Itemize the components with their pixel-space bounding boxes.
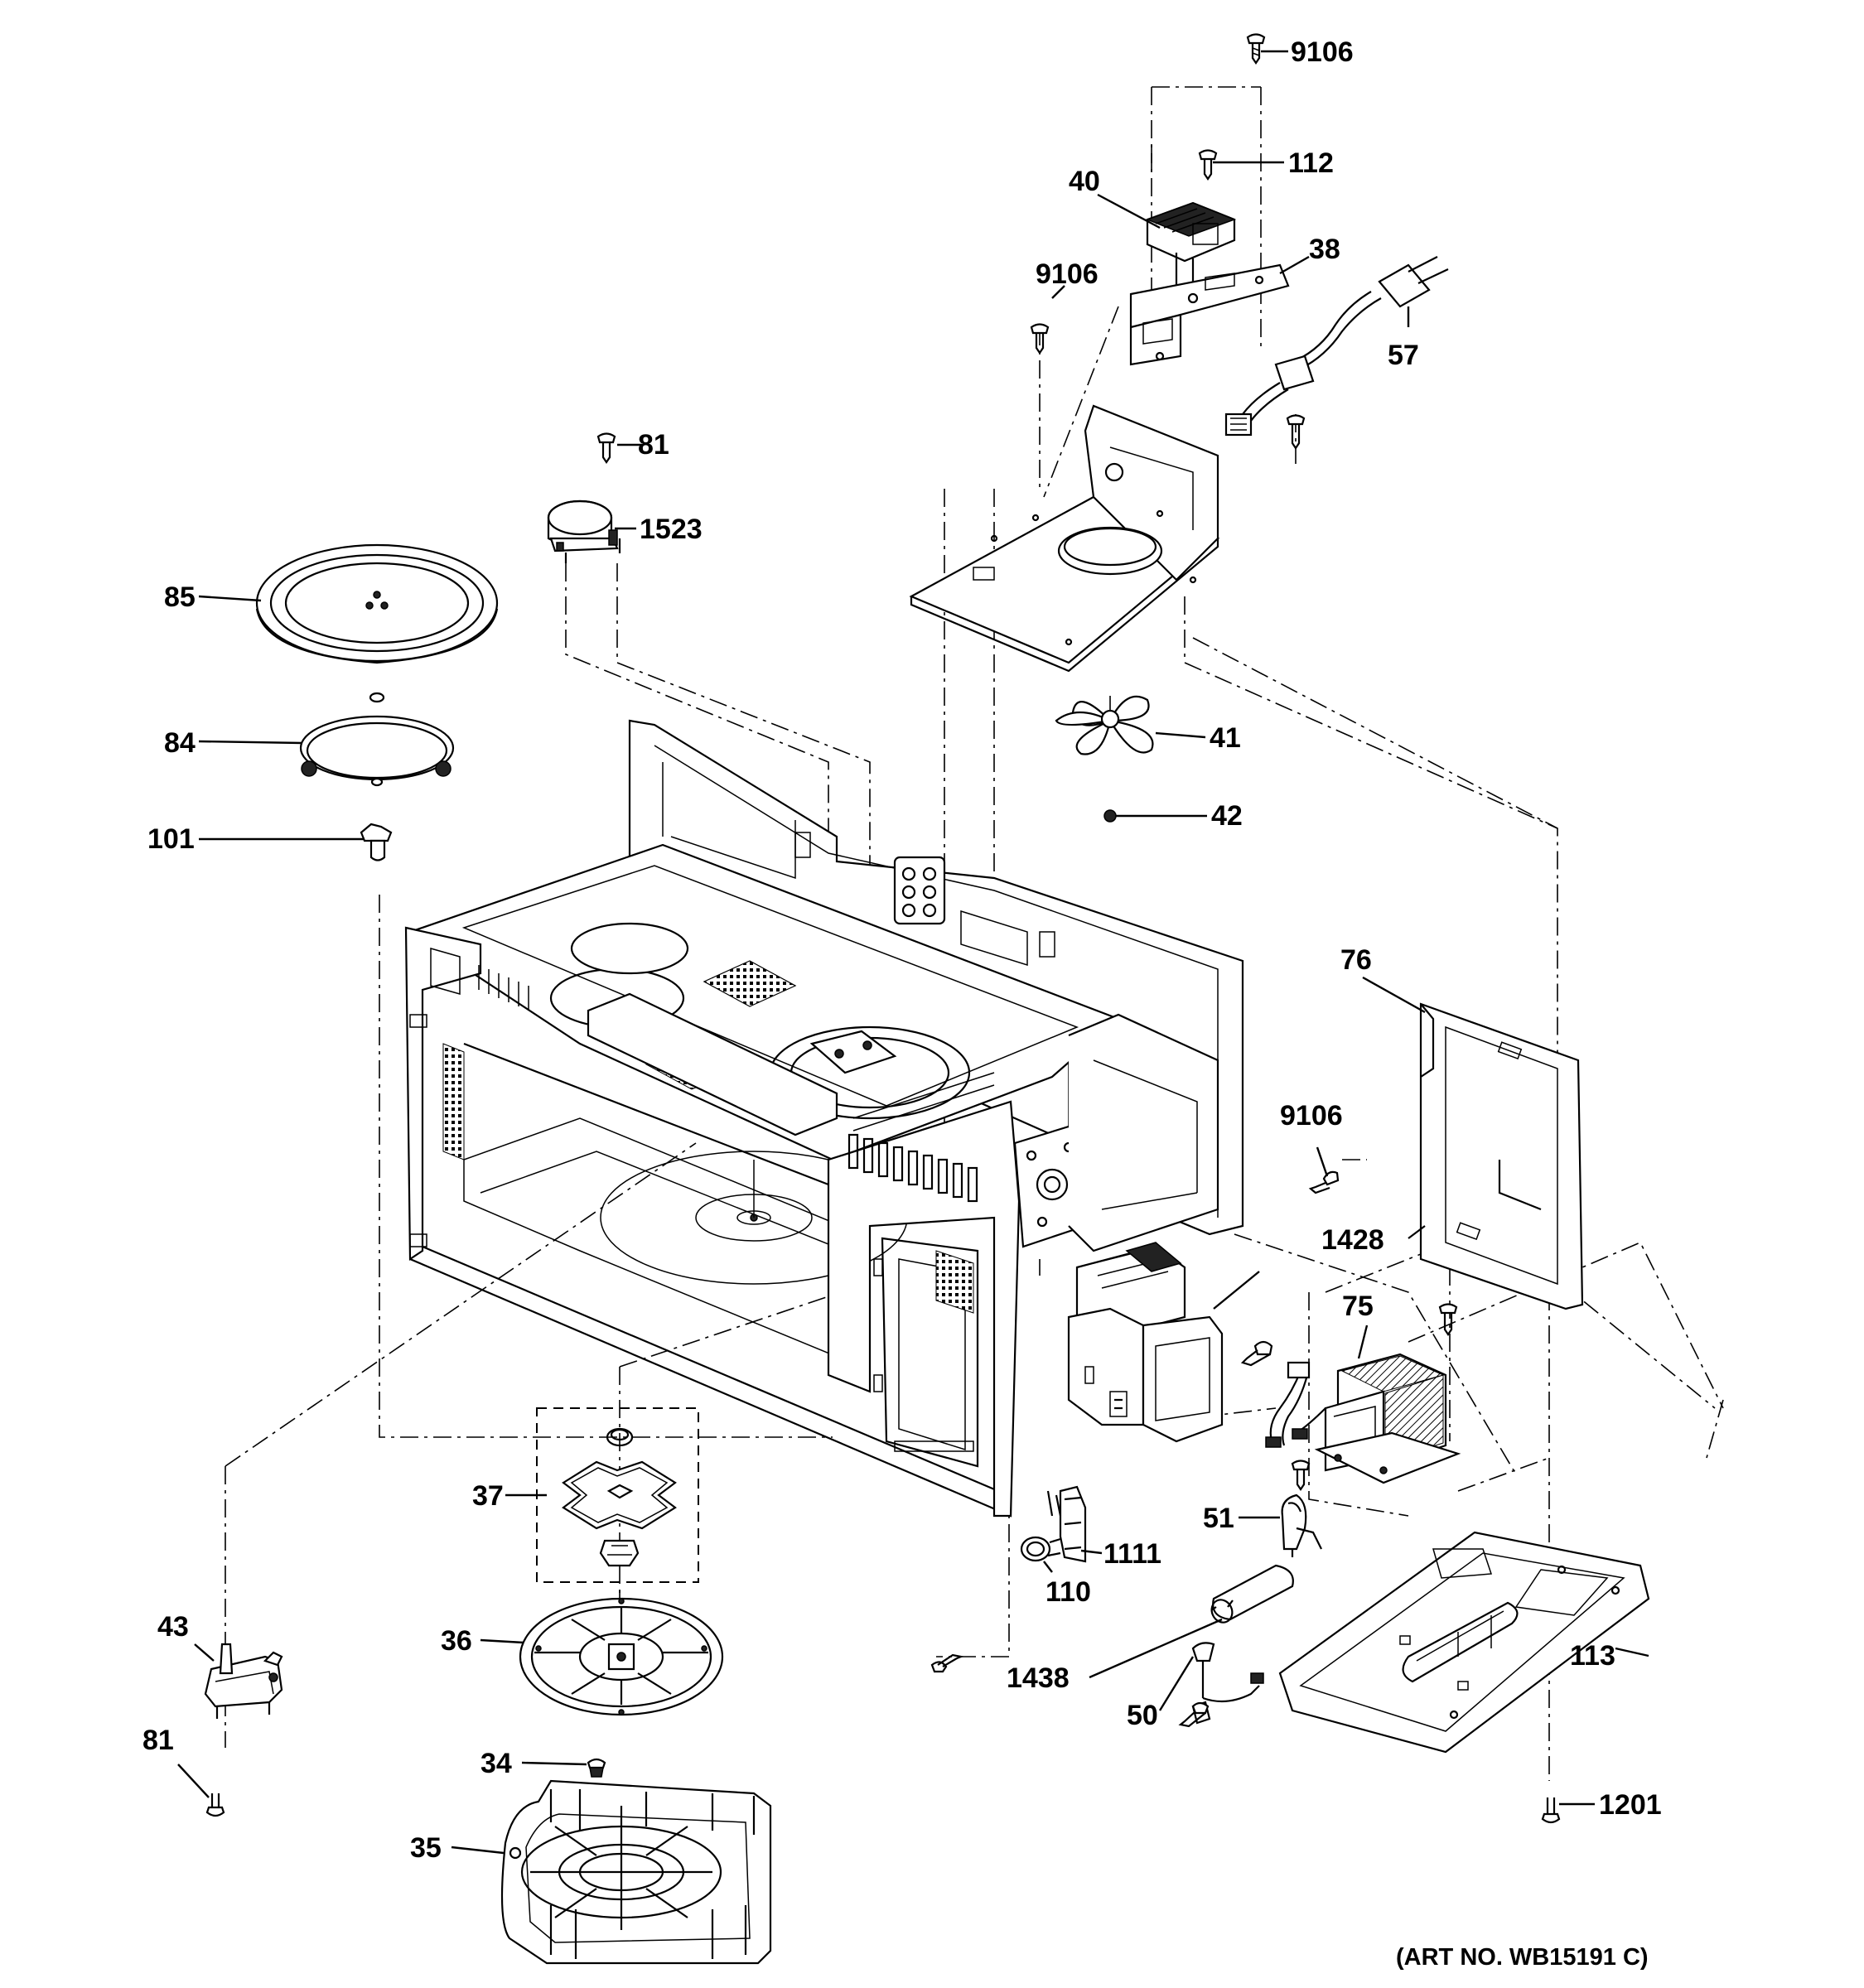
part-41-fan-blade — [1055, 695, 1154, 755]
callout-81-top: 81 — [638, 429, 669, 461]
callout-9106-mid: 9106 — [1036, 258, 1099, 290]
screw-small-cord — [1286, 414, 1306, 450]
part-110-thermostat — [1020, 1536, 1061, 1562]
part-76-panel — [1408, 1002, 1584, 1310]
part-40-module — [1145, 201, 1237, 286]
callout-1111: 1111 — [1103, 1538, 1161, 1570]
callout-1523: 1523 — [640, 514, 703, 545]
part-38-bracket — [1129, 263, 1290, 366]
part-85-glass-tray — [255, 543, 499, 664]
screw-51 — [1291, 1460, 1311, 1491]
callout-1201: 1201 — [1599, 1789, 1662, 1821]
part-1523-motor — [547, 499, 621, 563]
part-101-coupler — [360, 823, 393, 861]
callout-113: 113 — [1570, 1640, 1615, 1672]
screw-81-bottom — [205, 1793, 225, 1817]
callout-9106-top: 9106 — [1291, 36, 1354, 68]
callout-112: 112 — [1288, 147, 1334, 179]
screw-9106-top — [1246, 33, 1266, 65]
leader-lines — [177, 50, 1649, 1855]
screw-magnetron — [1240, 1340, 1273, 1367]
fan-mounting-plate — [909, 404, 1220, 673]
callout-35: 35 — [410, 1832, 442, 1864]
callout-85: 85 — [164, 581, 196, 613]
art-number: (ART NO. WB15191 C) — [1396, 1944, 1649, 1971]
callout-75: 75 — [1342, 1291, 1374, 1322]
callout-81-bottom: 81 — [142, 1725, 174, 1756]
screw-34 — [587, 1758, 606, 1778]
part-1111-switch — [1046, 1485, 1087, 1563]
screw-81-top — [596, 432, 616, 464]
part-113-base-plate — [1278, 1531, 1650, 1754]
callout-57: 57 — [1388, 340, 1419, 371]
callout-51: 51 — [1203, 1503, 1234, 1534]
callout-36: 36 — [441, 1625, 472, 1657]
screw-112 — [1198, 149, 1218, 181]
callout-9106-right: 9106 — [1280, 1100, 1343, 1132]
part-57-power-cord — [1224, 256, 1449, 437]
screw-9106-mid — [1030, 323, 1050, 355]
part-84-roller-ring — [299, 692, 455, 787]
callout-50: 50 — [1127, 1700, 1158, 1731]
callout-34: 34 — [480, 1748, 512, 1779]
callout-1428: 1428 — [1321, 1224, 1384, 1256]
callout-38: 38 — [1309, 234, 1340, 265]
screw-transformer — [1438, 1303, 1458, 1336]
callout-84: 84 — [164, 727, 196, 759]
callout-labels: 9106 112 40 38 9106 57 81 1523 85 84 41 … — [142, 36, 1662, 1971]
callout-1438: 1438 — [1007, 1662, 1070, 1694]
callout-42: 42 — [1211, 800, 1243, 832]
callout-40: 40 — [1069, 166, 1100, 197]
part-35-base-tray — [500, 1779, 772, 1965]
callout-110: 110 — [1045, 1576, 1091, 1608]
part-51-bracket — [1281, 1493, 1322, 1557]
transformer-wires — [1265, 1361, 1326, 1448]
screw-9106-right — [1308, 1170, 1340, 1194]
screw-1201 — [1541, 1797, 1561, 1824]
oven-chassis — [404, 719, 1244, 1518]
part-36-support — [519, 1597, 724, 1716]
part-42-nut — [1103, 809, 1117, 823]
part-75-transformer — [1314, 1353, 1461, 1484]
callout-76: 76 — [1340, 944, 1372, 976]
screw-switch — [930, 1653, 964, 1673]
callout-41: 41 — [1210, 722, 1241, 754]
callout-101: 101 — [147, 823, 195, 855]
callout-37: 37 — [472, 1480, 504, 1512]
screw-50 — [1178, 1701, 1210, 1728]
part-50-diode — [1191, 1642, 1264, 1725]
part-37-assembly — [536, 1407, 699, 1583]
part-43-motor — [204, 1643, 283, 1719]
part-1428-magnetron — [1067, 1242, 1224, 1443]
part-1438-capacitor — [1210, 1564, 1294, 1624]
callout-43: 43 — [157, 1611, 189, 1643]
